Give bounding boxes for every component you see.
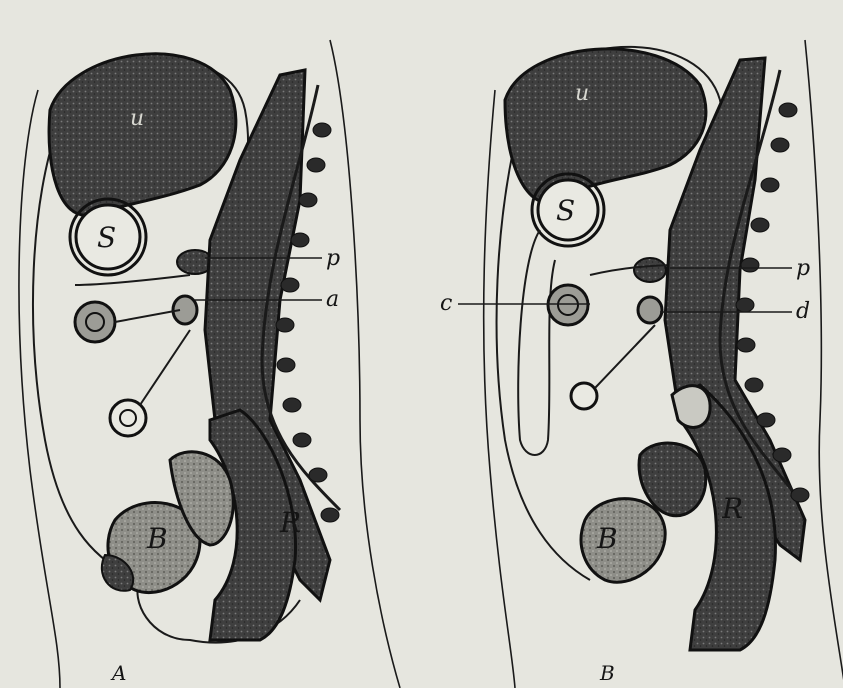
panel-b-liver [505,49,706,203]
panel-b-d-label: d [796,299,810,324]
panel-b-caption: B [599,661,615,685]
panel-a-stomach-label: S [97,221,116,254]
panel-b-intestine-loop [571,383,597,409]
panel-b-bladder [581,499,665,583]
panel-b-c-label: c [440,291,452,316]
panel-b-rectum-label: R [721,492,743,525]
panel-a-p-label: p [326,246,340,271]
panel-b-omentum [518,230,555,455]
panel-a-bladder-label: B [146,522,168,555]
panel-b-sigmoid-tube [672,386,710,428]
panel-a-rectum-label: R [279,506,301,539]
panel-b-pancreas [634,258,666,282]
panel-a [19,40,400,688]
panel-a-liver-label: u [130,106,144,131]
panel-a-liver [49,54,236,216]
panel-b-stomach-label: S [556,194,575,227]
panel-b-liver-label: u [575,81,589,106]
panel-b-bladder-label: B [596,522,618,555]
panel-a-a-label: a [326,287,339,312]
panel-b-back-outline [805,40,843,688]
panel-a-intestine-loop-1 [75,302,115,342]
panel-b-p-label: p [796,256,810,281]
panel-b [458,40,843,688]
panel-a-back-outline [330,40,400,688]
panel-a-caption: A [110,661,126,685]
panel-b-duodenum [638,297,662,323]
panel-b-transverse-colon [548,285,588,325]
